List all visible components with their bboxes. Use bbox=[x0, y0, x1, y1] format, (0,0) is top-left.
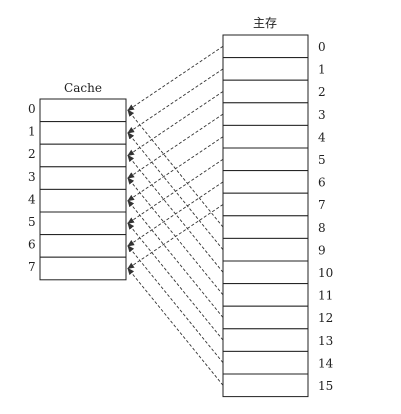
mapping-arrows bbox=[127, 45, 224, 386]
mapping-arrow-9-to-1 bbox=[127, 132, 224, 250]
cache-line-number: 1 bbox=[28, 125, 36, 139]
memory-block-3 bbox=[222, 102, 309, 126]
memory-block-number: 15 bbox=[318, 379, 333, 393]
cache-line-4 bbox=[39, 188, 127, 213]
cache-line-5 bbox=[39, 211, 127, 236]
cache-line-number: 6 bbox=[28, 238, 36, 252]
main-memory-title: 主存 bbox=[253, 16, 277, 30]
memory-block-number: 14 bbox=[318, 356, 334, 370]
memory-block-6 bbox=[222, 170, 309, 194]
cache-line-2 bbox=[39, 143, 127, 168]
memory-block-10 bbox=[222, 260, 309, 285]
cache-line-number: 5 bbox=[28, 215, 36, 229]
memory-block-number: 6 bbox=[318, 176, 326, 190]
memory-block-number: 10 bbox=[318, 266, 333, 280]
cache-line-0 bbox=[39, 98, 127, 123]
memory-block-number: 4 bbox=[318, 130, 326, 144]
memory-block-number: 13 bbox=[318, 334, 333, 348]
memory-block-5 bbox=[222, 147, 309, 172]
memory-block-2 bbox=[222, 79, 309, 104]
memory-block-8 bbox=[222, 215, 309, 239]
cache-line-6 bbox=[39, 234, 127, 258]
memory-block-15 bbox=[222, 373, 309, 398]
memory-block-number: 7 bbox=[318, 198, 326, 212]
memory-block-number: 9 bbox=[318, 243, 326, 257]
memory-block-number: 5 bbox=[318, 153, 326, 167]
cache-lines: 0 1 2 3 4 5 6 7 bbox=[28, 98, 127, 281]
memory-block-13 bbox=[222, 328, 309, 352]
cache-line-number: 2 bbox=[28, 147, 36, 161]
mapping-arrow-1-to-1 bbox=[127, 68, 224, 134]
memory-block-9 bbox=[222, 237, 309, 262]
memory-block-0 bbox=[222, 34, 309, 59]
mapping-arrow-0-to-0 bbox=[127, 45, 224, 111]
memory-block-11 bbox=[222, 283, 309, 307]
memory-block-number: 11 bbox=[318, 289, 333, 303]
mapping-arrow-13-to-5 bbox=[127, 222, 224, 341]
mapping-arrow-3-to-3 bbox=[127, 113, 224, 179]
mapping-arrow-14-to-6 bbox=[127, 245, 224, 363]
mapping-arrow-2-to-2 bbox=[127, 91, 224, 157]
cache-line-3 bbox=[39, 166, 127, 190]
memory-block-number: 0 bbox=[318, 40, 326, 54]
mapping-arrow-11-to-3 bbox=[127, 177, 224, 296]
memory-block-number: 12 bbox=[318, 311, 333, 325]
memory-block-number: 3 bbox=[318, 108, 326, 122]
cache-line-number: 7 bbox=[28, 260, 36, 274]
memory-block-number: 8 bbox=[318, 221, 326, 235]
mapping-arrow-12-to-4 bbox=[127, 199, 224, 318]
cache-line-1 bbox=[39, 121, 127, 145]
cache-line-number: 0 bbox=[28, 102, 36, 116]
memory-block-4 bbox=[222, 124, 309, 149]
memory-block-14 bbox=[222, 350, 309, 375]
memory-block-12 bbox=[222, 305, 309, 330]
mapping-arrow-10-to-2 bbox=[127, 154, 224, 273]
memory-block-number: 2 bbox=[318, 85, 326, 99]
mapping-arrow-8-to-0 bbox=[127, 109, 224, 228]
cache-line-7 bbox=[39, 256, 127, 281]
cache-line-number: 4 bbox=[28, 192, 36, 206]
mapping-arrow-15-to-7 bbox=[127, 267, 224, 386]
memory-block-number: 1 bbox=[318, 63, 326, 77]
cache-title: Cache bbox=[64, 81, 102, 95]
cache-line-number: 3 bbox=[28, 170, 36, 184]
memory-block-7 bbox=[222, 192, 309, 217]
memory-block-1 bbox=[222, 57, 309, 81]
